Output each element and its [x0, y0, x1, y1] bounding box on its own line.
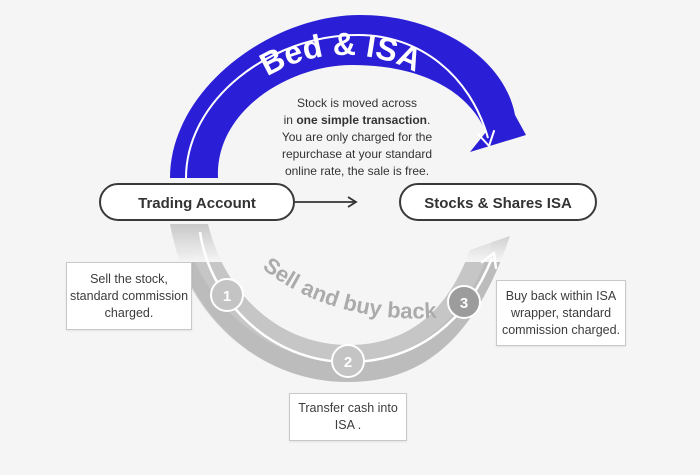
process-flow-arrowhead — [480, 251, 498, 270]
step-badge-3: 3 — [447, 285, 481, 319]
desc-line-2: in one simple transaction. — [284, 113, 431, 127]
desc-bold-phrase: one simple transaction — [296, 113, 427, 127]
step-number-3: 3 — [460, 295, 468, 312]
desc-line-5: online rate, the sale is free. — [285, 164, 429, 178]
desc-line-1: Stock is moved across — [297, 96, 417, 110]
step-number-2: 2 — [344, 354, 352, 371]
step-1-note-line: Sell the stock, — [90, 271, 168, 286]
desc-line-3: You are only charged for the — [282, 130, 433, 144]
trading-account-label: Trading Account — [138, 195, 256, 212]
step-1-note-line: standard commission — [69, 288, 189, 303]
step-3-note: Buy back within ISA wrapper, standard co… — [496, 280, 626, 346]
sell-buy-back-title: Sell and buy back — [259, 252, 438, 323]
bed-and-isa-description: Stock is moved across in one simple tran… — [282, 96, 433, 178]
trading-account-pill: Trading Account — [99, 183, 295, 221]
step-1-note: Sell the stock, standard commission char… — [66, 262, 192, 330]
bed-and-isa-arc-band — [170, 15, 526, 178]
isa-account-pill: Stocks & Shares ISA — [399, 183, 597, 221]
step-badge-1: 1 — [210, 278, 244, 312]
step-2-note-line: Transfer cash into — [298, 401, 398, 415]
bed-and-isa-arrowhead — [477, 130, 495, 147]
step-2-note: Transfer cash into ISA . — [289, 393, 407, 441]
sell-buy-back-arc-shade — [176, 236, 510, 382]
step-3-note-line: commission charged. — [501, 322, 621, 337]
step-number-1: 1 — [223, 288, 231, 305]
step-badge-2: 2 — [331, 344, 365, 378]
isa-account-label: Stocks & Shares ISA — [424, 195, 572, 212]
step-1-note-line: charged. — [104, 305, 154, 320]
step-3-note-line: Buy back within ISA — [505, 288, 617, 303]
desc-line-4: repurchase at your standard — [282, 147, 432, 161]
arc-fade-overlay — [160, 222, 530, 262]
step-3-note-line: wrapper, standard — [510, 305, 612, 320]
bed-and-isa-flow-line — [185, 33, 489, 179]
transfer-connector-arrowhead — [347, 196, 358, 208]
step-2-note-line: ISA . — [334, 418, 362, 432]
